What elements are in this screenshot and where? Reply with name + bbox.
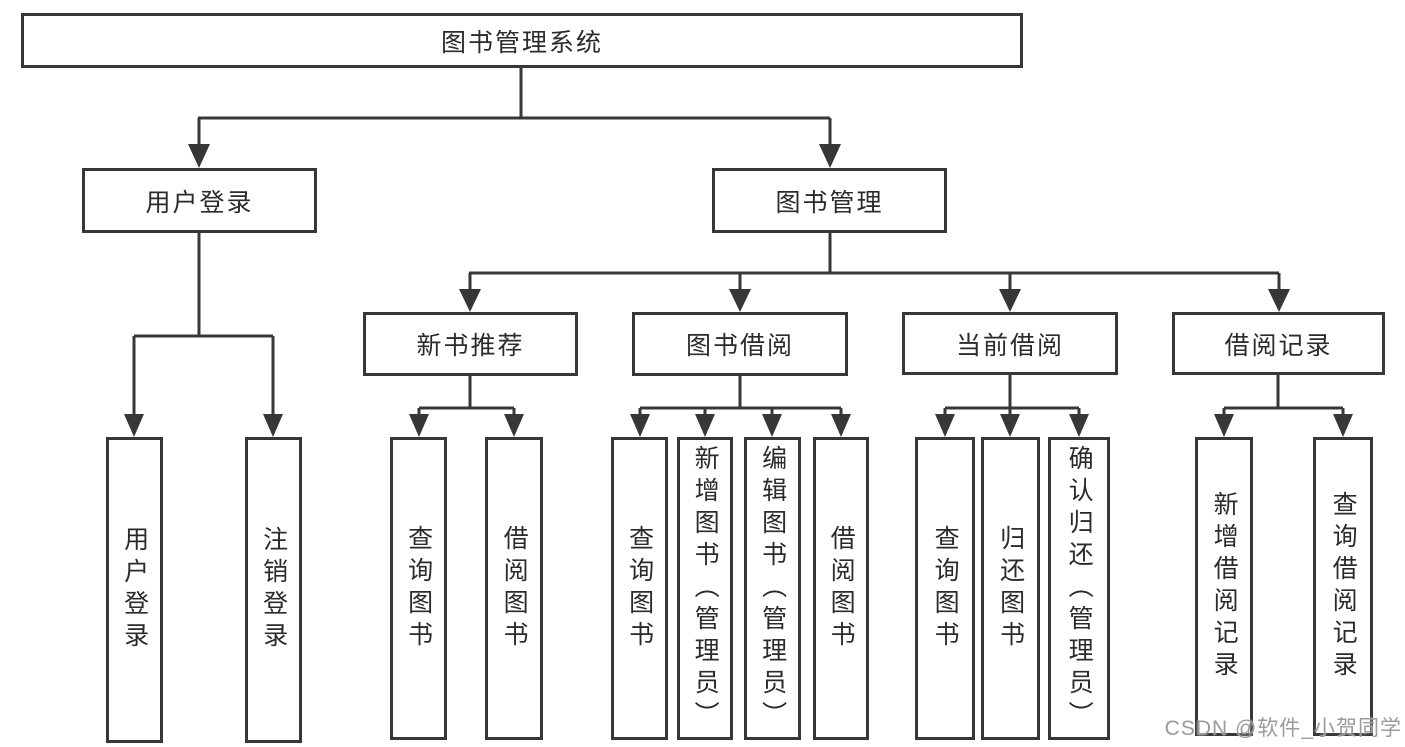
leaf-logout-label: 注销登录 <box>259 526 288 654</box>
leaf-recommend-query-books-label: 查询图书 <box>404 524 433 653</box>
node-user-login-branch: 用户登录 <box>82 168 317 233</box>
node-root-label: 图书管理系统 <box>440 28 603 57</box>
leaf-user-login: 用户登录 <box>106 437 163 743</box>
node-new-book-recommend-label: 新书推荐 <box>416 332 525 360</box>
node-book-management: 图书管理 <box>712 168 947 233</box>
connector-paths <box>132 68 1345 417</box>
leaf-current-confirm-return-admin: 确认归还（管理员） <box>1048 437 1110 740</box>
leaf-records-add-borrow-record: 新增借阅记录 <box>1195 437 1253 736</box>
leaf-borrowing-borrow-books: 借阅图书 <box>813 437 869 740</box>
leaf-borrowing-query-books: 查询图书 <box>611 437 668 740</box>
leaf-borrowing-borrow-books-label: 借阅图书 <box>827 524 856 653</box>
leaf-records-add-borrow-record-label: 新增借阅记录 <box>1210 490 1239 683</box>
leaf-borrowing-add-books-admin: 新增图书（管理员） <box>677 437 733 740</box>
watermark: CSDN @软件_小贺同学 <box>1164 717 1402 740</box>
leaf-current-return-books: 归还图书 <box>981 437 1040 740</box>
node-current-borrowing-label: 当前借阅 <box>955 331 1064 360</box>
node-new-book-recommend: 新书推荐 <box>363 312 578 376</box>
leaf-current-query-books-label: 查询图书 <box>931 524 960 653</box>
node-book-management-label: 图书管理 <box>775 188 884 217</box>
leaf-records-query-borrow-record-label: 查询借阅记录 <box>1329 490 1358 683</box>
leaf-recommend-borrow-books-label: 借阅图书 <box>500 524 529 653</box>
leaf-borrowing-edit-books-admin-label: 编辑图书（管理员） <box>758 444 787 733</box>
leaf-current-return-books-label: 归还图书 <box>996 524 1025 653</box>
leaf-recommend-query-books: 查询图书 <box>390 437 447 740</box>
leaf-user-login-label: 用户登录 <box>120 526 149 654</box>
leaf-borrowing-edit-books-admin: 编辑图书（管理员） <box>744 437 801 740</box>
leaf-borrowing-query-books-label: 查询图书 <box>625 524 654 653</box>
node-root: 图书管理系统 <box>21 13 1023 68</box>
leaf-current-confirm-return-admin-label: 确认归还（管理员） <box>1065 444 1094 733</box>
leaf-current-query-books: 查询图书 <box>915 437 975 740</box>
node-current-borrowing: 当前借阅 <box>902 312 1118 375</box>
node-book-borrowing: 图书借阅 <box>632 312 848 376</box>
node-borrow-records: 借阅记录 <box>1172 312 1385 375</box>
leaf-records-query-borrow-record: 查询借阅记录 <box>1313 437 1373 736</box>
arrowhead-icons <box>124 144 1353 437</box>
node-user-login-branch-label: 用户登录 <box>145 188 254 217</box>
node-book-borrowing-label: 图书借阅 <box>685 332 794 360</box>
leaf-logout: 注销登录 <box>245 437 302 743</box>
node-borrow-records-label: 借阅记录 <box>1224 331 1333 360</box>
leaf-recommend-borrow-books: 借阅图书 <box>485 437 543 740</box>
leaf-borrowing-add-books-admin-label: 新增图书（管理员） <box>691 444 720 733</box>
